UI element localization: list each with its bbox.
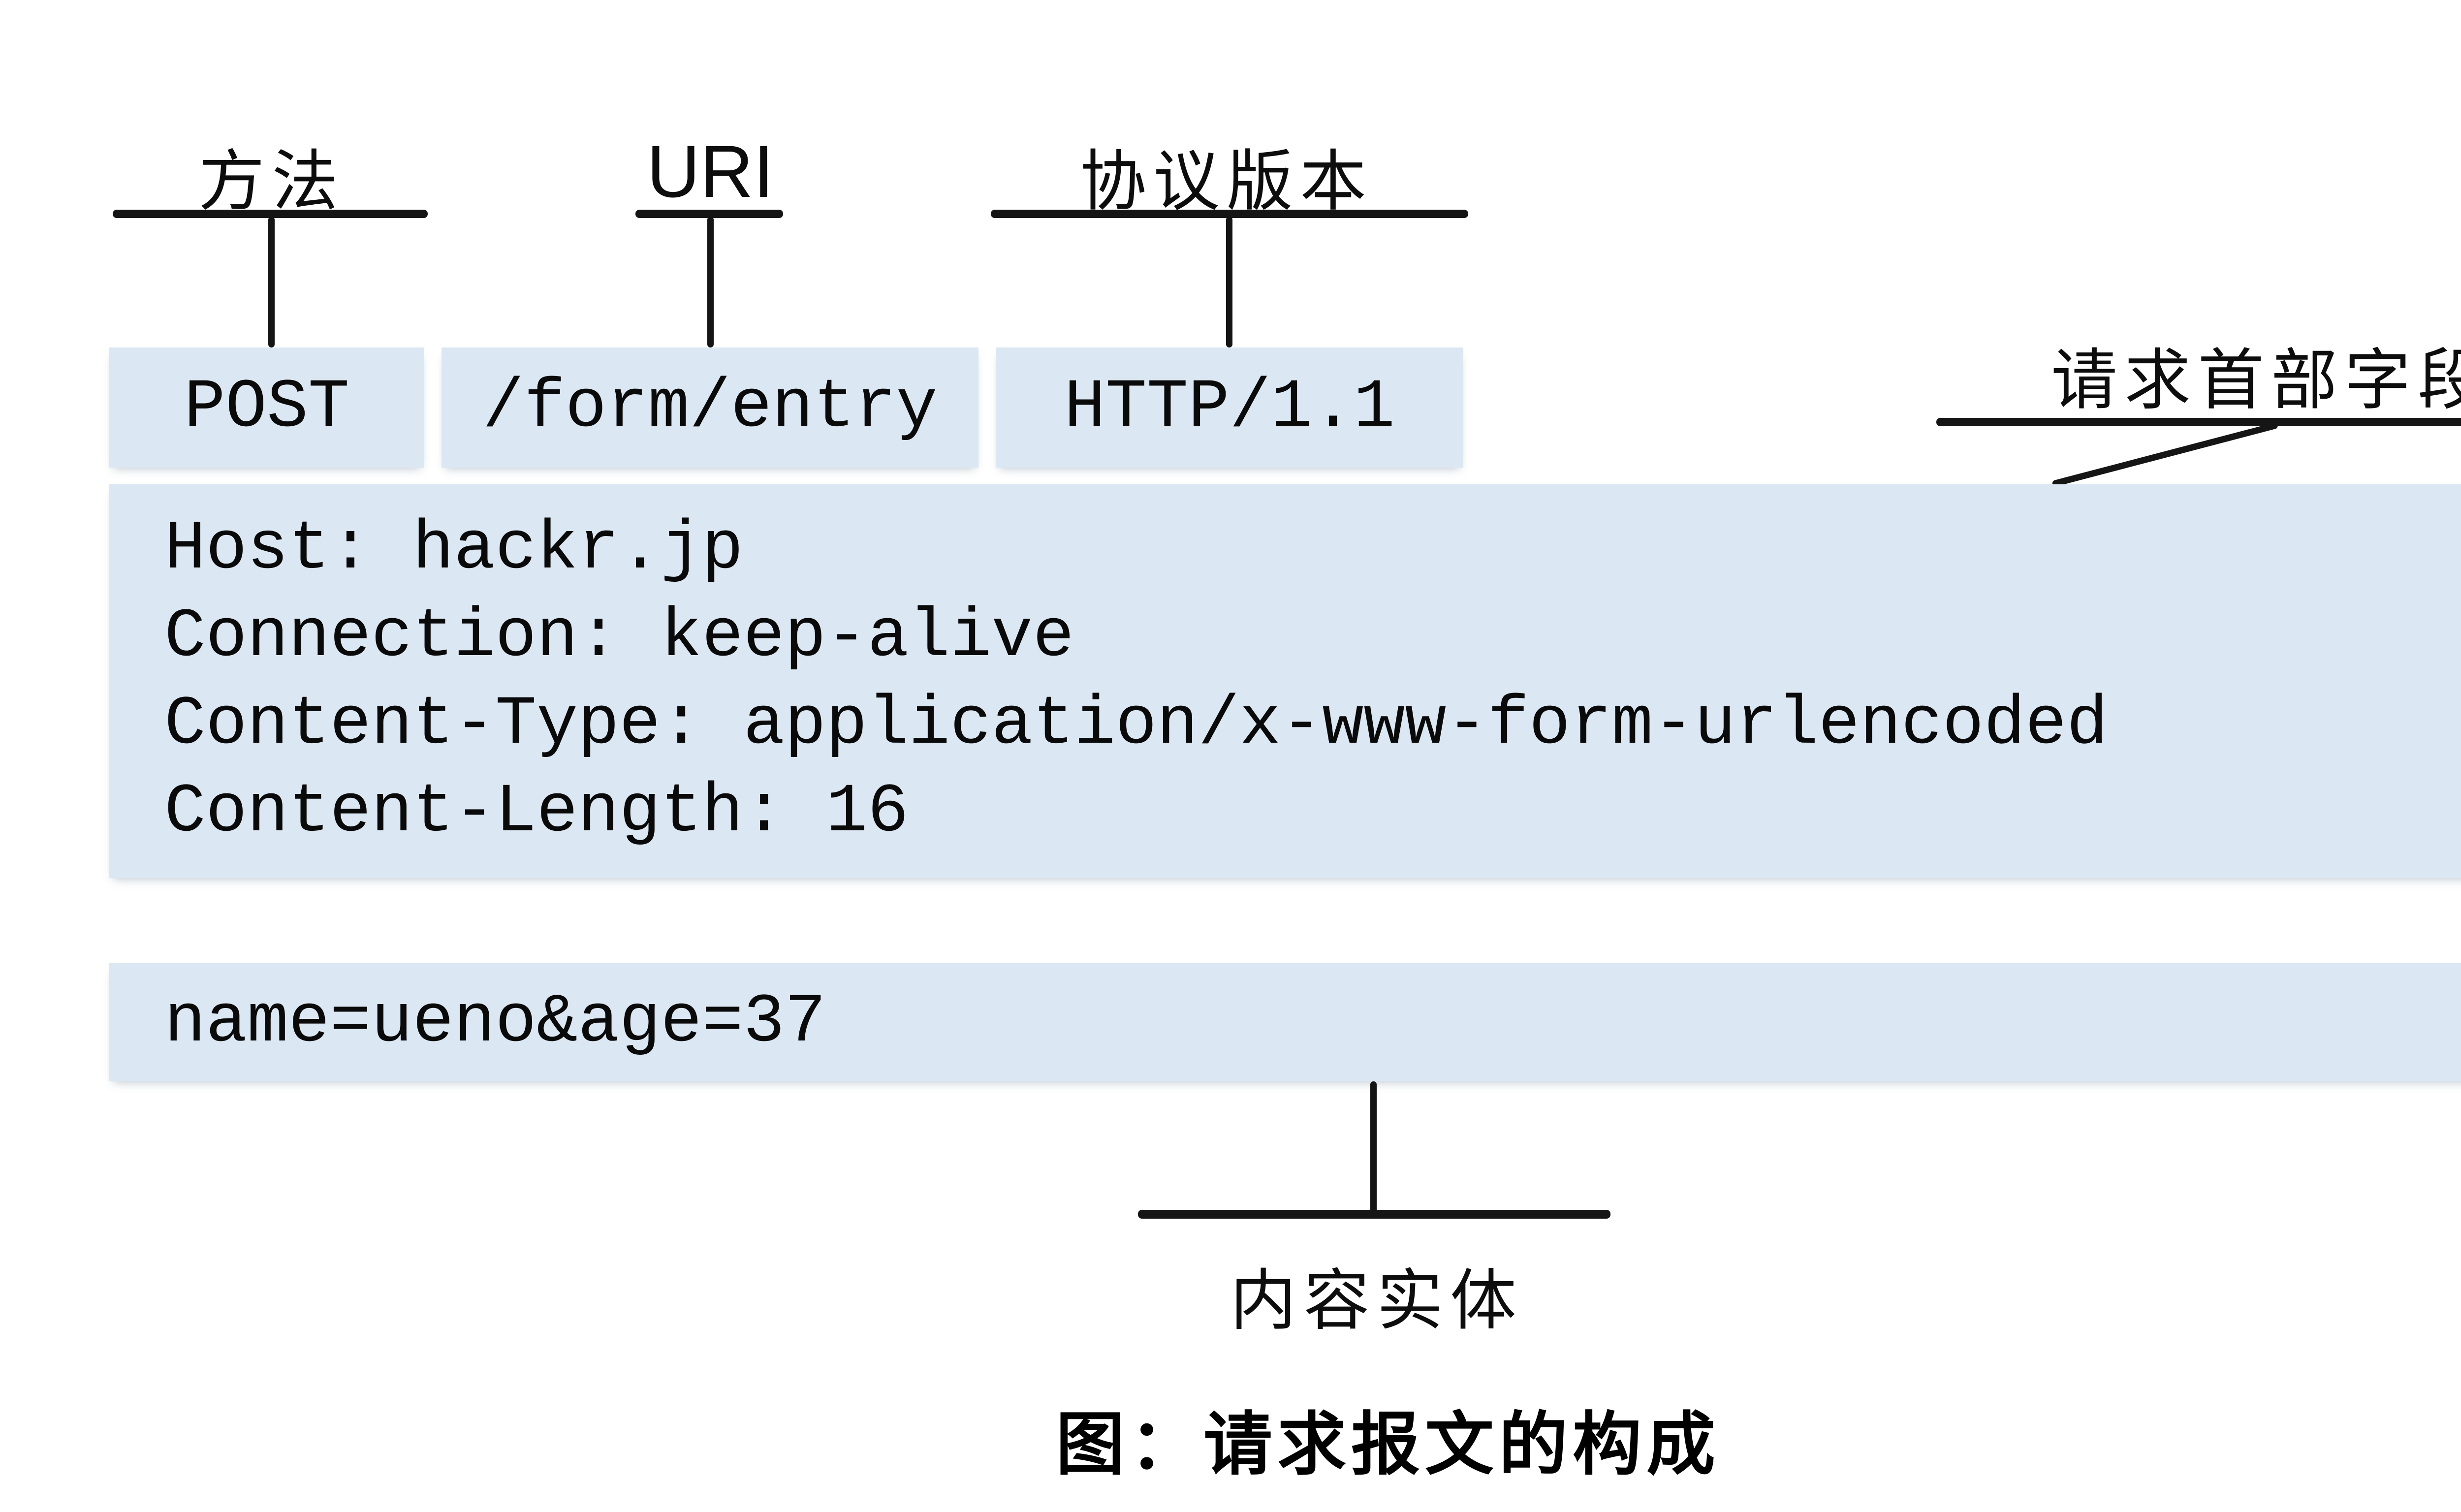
uri-value: /form/entry bbox=[482, 368, 938, 447]
protocol-version-value: HTTP/1.1 bbox=[1064, 368, 1395, 447]
header-line: Content-Type: application/x-www-form-url… bbox=[164, 686, 2108, 764]
method-value: POST bbox=[184, 368, 350, 447]
entity-body-callout-stem bbox=[1370, 1081, 1377, 1213]
uri-box: /form/entry bbox=[442, 347, 978, 468]
method-callout-underline bbox=[113, 210, 428, 218]
figure-caption: 图：请求报文的构成 bbox=[1055, 1406, 1721, 1483]
message-body-value: name=ueno&age=37 bbox=[164, 983, 826, 1062]
entity-body-callout-bar bbox=[1138, 1210, 1610, 1219]
entity-body-label: 内容实体 bbox=[1230, 1263, 1523, 1338]
protocol-version-callout-stem bbox=[1226, 217, 1232, 347]
request-headers-box: Host: hackr.jp Connection: keep-alive Co… bbox=[109, 484, 2461, 878]
request-headers-label: 请求首部字段 bbox=[2051, 343, 2461, 417]
header-line: Connection: keep-alive bbox=[164, 598, 1074, 676]
uri-callout-underline bbox=[635, 210, 783, 218]
protocol-version-callout-underline bbox=[991, 210, 1468, 218]
uri-label: URI bbox=[646, 130, 774, 213]
header-line: Content-Length: 16 bbox=[164, 773, 909, 851]
protocol-version-label: 协议版本 bbox=[1080, 144, 1373, 219]
request-headers-underline bbox=[1936, 418, 2461, 426]
header-line: Host: hackr.jp bbox=[164, 510, 744, 589]
method-box: POST bbox=[109, 347, 424, 468]
method-callout-stem bbox=[268, 217, 275, 347]
message-body-box: name=ueno&age=37 bbox=[109, 963, 2461, 1081]
request-headers-pointer-line bbox=[2051, 422, 2279, 487]
protocol-version-box: HTTP/1.1 bbox=[996, 347, 1463, 468]
uri-callout-stem bbox=[707, 217, 714, 347]
method-label: 方法 bbox=[198, 144, 345, 219]
